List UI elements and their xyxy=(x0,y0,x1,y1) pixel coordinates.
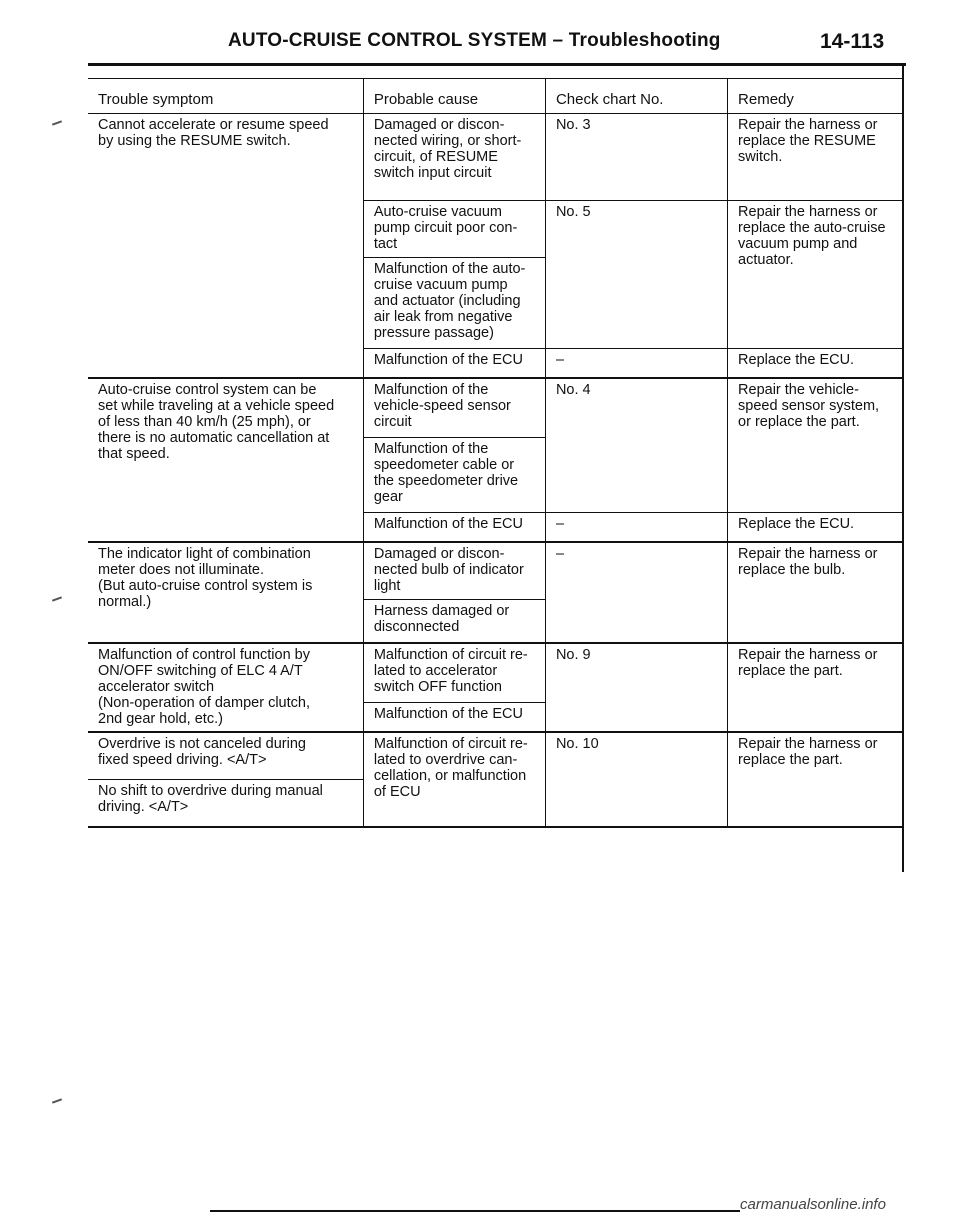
cause-cell: Damaged or discon- nected bulb of indica… xyxy=(362,542,546,600)
column-header-remedy: Remedy xyxy=(727,78,902,114)
header-rule xyxy=(88,63,906,66)
remedy-cell: Repair the vehicle- speed sensor system,… xyxy=(727,378,902,513)
table-row: Cannot accelerate or resume speed by usi… xyxy=(88,113,902,379)
check-cell: No. 3 xyxy=(544,113,728,201)
cause-cell: Malfunction of the speedometer cable or … xyxy=(362,437,546,513)
table-row: No shift to overdrive during manual driv… xyxy=(88,779,902,828)
cause-cell: Malfunction of circuit re- lated to acce… xyxy=(362,643,546,703)
margin-mark xyxy=(51,120,63,126)
check-cell: No. 5 xyxy=(544,200,728,349)
cause-cell: Malfunction of the ECU xyxy=(362,702,546,733)
table-row: Malfunction of control function by ON/OF… xyxy=(88,643,902,733)
cause-cell: Malfunction of the auto- cruise vacuum p… xyxy=(362,257,546,349)
table-header-row: Trouble symptom Probable cause Check cha… xyxy=(88,78,902,114)
table-row: Overdrive is not canceled during fixed s… xyxy=(88,732,902,828)
cause-cell: Harness damaged or disconnected xyxy=(362,599,546,644)
troubleshooting-table: Trouble symptom Probable cause Check cha… xyxy=(88,78,902,828)
cause-cell: Malfunction of the vehicle-speed sensor … xyxy=(362,378,546,438)
remedy-cell: Repair the harness or replace the bulb. xyxy=(727,542,902,644)
cause-cell: Malfunction of the ECU xyxy=(362,348,546,379)
page-title: AUTO-CRUISE CONTROL SYSTEM – Troubleshoo… xyxy=(228,30,721,51)
footer-rule xyxy=(210,1210,740,1212)
symptom-cell: The indicator light of combination meter… xyxy=(88,542,364,644)
check-cell: – xyxy=(544,512,728,543)
remedy-cell: Repair the harness or replace the part. xyxy=(727,643,902,733)
margin-mark xyxy=(51,596,63,602)
table-row: Malfunction of the ECU – Replace the ECU… xyxy=(88,348,902,379)
margin-mark xyxy=(51,1098,63,1104)
remedy-cell: Repair the harness or replace the RESUME… xyxy=(727,113,902,201)
column-header-symptom: Trouble symptom xyxy=(88,78,364,114)
table-row: Malfunction of the speedometer cable or … xyxy=(88,437,902,513)
check-cell: No. 4 xyxy=(544,378,728,513)
check-cell: – xyxy=(544,542,728,644)
check-cell: No. 9 xyxy=(544,643,728,733)
right-border xyxy=(902,66,904,872)
page-number: 14-113 xyxy=(820,30,885,53)
symptom-cell: Malfunction of control function by ON/OF… xyxy=(88,643,364,733)
remedy-cell: Replace the ECU. xyxy=(727,348,902,379)
remedy-cell: Replace the ECU. xyxy=(727,512,902,543)
remedy-cell: Repair the harness or replace the part. xyxy=(727,732,902,828)
symptom-cell: Auto-cruise control system can be set wh… xyxy=(88,378,364,543)
table-row: The indicator light of combination meter… xyxy=(88,542,902,644)
table-row: Auto-cruise vacuum pump circuit poor con… xyxy=(88,200,902,349)
cause-cell: Damaged or discon- nected wiring, or sho… xyxy=(362,113,546,201)
check-cell: No. 10 xyxy=(544,732,728,828)
table-row: Malfunction of the ECU xyxy=(88,702,902,733)
cause-cell: Malfunction of circuit re- lated to over… xyxy=(362,732,546,828)
column-header-check: Check chart No. xyxy=(544,78,728,114)
remedy-cell: Repair the harness or replace the auto-c… xyxy=(727,200,902,349)
symptom-cell: Overdrive is not canceled during fixed s… xyxy=(88,732,364,780)
table-row: Harness damaged or disconnected xyxy=(88,599,902,644)
symptom-cell: Cannot accelerate or resume speed by usi… xyxy=(88,113,364,379)
column-header-cause: Probable cause xyxy=(362,78,546,114)
watermark: carmanualsonline.info xyxy=(740,1196,886,1213)
check-cell: – xyxy=(544,348,728,379)
table-row: Auto-cruise control system can be set wh… xyxy=(88,378,902,543)
symptom-cell: No shift to overdrive during manual driv… xyxy=(88,779,364,828)
table-row: Malfunction of the ECU – Replace the ECU… xyxy=(88,512,902,543)
table-row: Malfunction of the auto- cruise vacuum p… xyxy=(88,257,902,349)
cause-cell: Malfunction of the ECU xyxy=(362,512,546,543)
cause-cell: Auto-cruise vacuum pump circuit poor con… xyxy=(362,200,546,258)
